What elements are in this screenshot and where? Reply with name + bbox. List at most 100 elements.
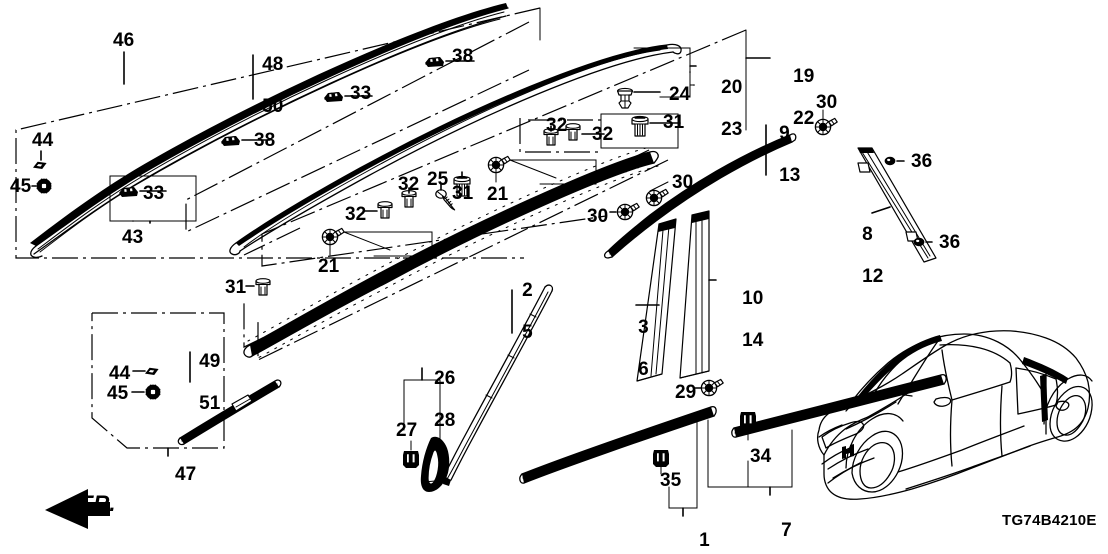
callout-44-a: 44 <box>32 130 54 151</box>
callout-25: 25 <box>427 169 449 190</box>
clip-38-lower <box>220 135 271 147</box>
callout-8-12: 8 12 <box>841 203 883 308</box>
callout-32-a: 32 <box>546 115 568 136</box>
clip-30-a <box>814 109 838 136</box>
callout-24: 24 <box>669 84 691 105</box>
part-roof-molding-left <box>30 3 509 259</box>
callout-45-a: 45 <box>10 176 32 197</box>
callout-21-b: 21 <box>318 256 340 277</box>
part-door-molding-front <box>519 405 717 484</box>
callout-50: 50 <box>262 96 284 117</box>
part-roof-rail-upper <box>229 43 682 256</box>
group-19-22-dashdot <box>261 29 747 267</box>
clip-45-inset <box>131 384 161 400</box>
clip-31-mid <box>453 171 471 197</box>
clip-21-top <box>487 155 597 185</box>
clip-32-d <box>363 201 393 219</box>
callout-28: 28 <box>434 410 456 431</box>
callout-35: 35 <box>660 470 682 491</box>
clip-33-left <box>118 186 167 198</box>
group-48-50-dashdot <box>185 21 530 233</box>
part-pillar-garnish-rear <box>857 147 937 263</box>
front-direction-label: FR. <box>80 491 116 516</box>
group-32-dash <box>519 118 598 153</box>
group-46-dashdot <box>15 7 541 259</box>
clip-32-a <box>543 125 559 146</box>
callout-10-14: 10 14 <box>721 267 763 372</box>
callout-12: 12 <box>862 266 884 287</box>
group-43-bracket <box>109 175 197 224</box>
part-roof-molding-inset <box>177 379 282 446</box>
callout-1-4: 1 4 <box>678 509 710 554</box>
clip-44-inset <box>132 367 160 376</box>
callout-30-a: 30 <box>816 92 838 113</box>
clip-35 <box>652 449 670 475</box>
callout-14: 14 <box>742 330 764 351</box>
clip-38-upper <box>424 56 475 68</box>
group-26-28-bracket <box>403 367 441 451</box>
callout-3: 3 <box>638 317 649 338</box>
leader-20-23 <box>633 47 697 98</box>
group-31-box <box>528 113 679 149</box>
callout-33-b: 33 <box>143 183 165 204</box>
clip-25 <box>435 182 456 211</box>
callout-6: 6 <box>638 359 649 380</box>
callout-1: 1 <box>699 530 710 551</box>
clip-45-top <box>31 178 52 194</box>
callout-30-b: 30 <box>672 172 694 193</box>
clip-30-c <box>609 202 640 221</box>
callout-9: 9 <box>779 123 790 144</box>
callout-21-a: 21 <box>487 184 509 205</box>
part-pillar-garnish-ctr <box>679 210 710 379</box>
callout-32-b: 32 <box>592 124 614 145</box>
group-1-4-bracket <box>668 413 698 517</box>
callout-19-22: 19 22 <box>772 45 814 150</box>
vehicle-illustration <box>817 330 1093 500</box>
callout-26: 26 <box>434 368 456 389</box>
part-corner-cover <box>420 436 450 492</box>
callout-43: 43 <box>122 227 144 248</box>
callout-27: 27 <box>396 420 418 441</box>
callout-47: 47 <box>175 464 197 485</box>
callout-48: 48 <box>262 54 284 75</box>
callout-48-50: 48 50 <box>241 33 283 138</box>
callout-51: 51 <box>199 393 221 414</box>
callout-33-a: 33 <box>350 83 372 104</box>
callout-32-c: 32 <box>398 174 420 195</box>
callout-30-c: 30 <box>587 206 609 227</box>
callout-7: 7 <box>781 520 792 541</box>
front-direction-arrow <box>45 489 110 529</box>
callout-31-b: 31 <box>452 183 474 204</box>
callout-38-a: 38 <box>452 46 474 67</box>
callout-2: 2 <box>522 280 533 301</box>
group-47-box <box>91 312 225 457</box>
callout-10: 10 <box>742 288 764 309</box>
callout-34: 34 <box>750 446 772 467</box>
callout-3-6: 3 6 <box>617 296 649 401</box>
callout-23: 23 <box>721 119 743 140</box>
clip-27 <box>402 440 420 469</box>
part-drip-molding <box>603 133 797 259</box>
rail-body <box>243 147 659 360</box>
part-pillar-garnish-frt <box>636 218 677 382</box>
callout-20-23: 20 23 <box>700 56 742 161</box>
leader-8-12 <box>871 206 891 214</box>
callout-36-a: 36 <box>911 151 933 172</box>
clip-33-upper <box>323 91 373 103</box>
callout-31-a: 31 <box>663 112 685 133</box>
callout-5: 5 <box>522 322 533 343</box>
callout-49: 49 <box>199 351 221 372</box>
clip-24 <box>616 87 661 109</box>
callout-13: 13 <box>779 165 801 186</box>
diagram-id-code: TG74B4210E <box>1002 512 1097 529</box>
callout-44-b: 44 <box>109 363 131 384</box>
callout-9-13: 9 13 <box>758 102 800 207</box>
clip-36-b <box>913 237 933 247</box>
clip-36-a <box>884 156 905 166</box>
group-7-11-bracket <box>707 419 793 496</box>
clip-30-b <box>645 181 669 207</box>
callout-49-51: 49 51 <box>178 330 220 435</box>
callout-46: 46 <box>113 30 135 51</box>
